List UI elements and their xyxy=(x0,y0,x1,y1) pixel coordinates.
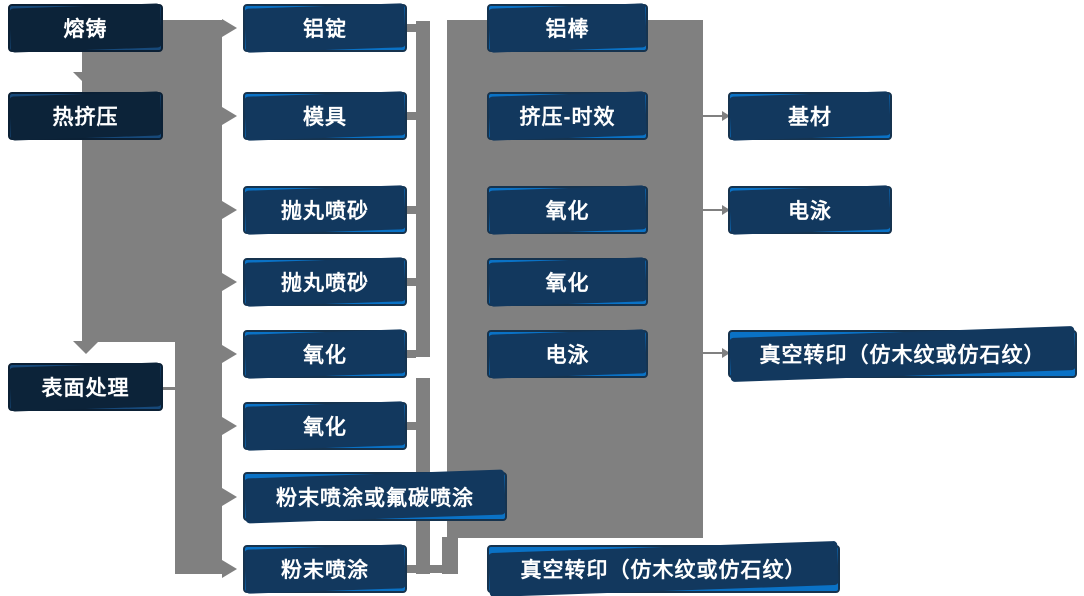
node-extrusion-aging: 挤压-时效 xyxy=(487,92,648,140)
node-hot-extrusion: 热挤压 xyxy=(8,92,163,140)
arrow-right-icon xyxy=(722,111,730,121)
arrow-down-icon xyxy=(73,72,99,85)
node-electrophoresis-1: 电泳 xyxy=(487,330,648,378)
connector-line xyxy=(703,115,722,117)
node-al-rod: 铝棒 xyxy=(487,4,648,52)
node-powder-or-fluorocarbon-coating: 粉末喷涂或氟碳喷涂 xyxy=(243,472,507,521)
connector-stub xyxy=(407,278,416,286)
connector-stub-surface xyxy=(163,387,175,390)
arrow-right-icon xyxy=(222,201,237,219)
arrow-right-icon xyxy=(222,273,237,291)
arrow-right-icon xyxy=(222,19,237,37)
node-surface-treatment: 表面处理 xyxy=(8,363,163,411)
connector-stub xyxy=(407,24,416,32)
node-shot-blast-1: 抛丸喷砂 xyxy=(243,186,407,234)
arrow-right-icon xyxy=(222,488,237,506)
connector-line xyxy=(703,352,722,354)
arrow-right-icon xyxy=(722,205,730,215)
node-oxidation-2: 氧化 xyxy=(243,402,407,450)
arrow-right-icon xyxy=(222,560,237,578)
node-shot-blast-2: 抛丸喷砂 xyxy=(243,258,407,306)
connector-stub xyxy=(407,206,416,214)
node-vacuum-transfer-2: 真空转印（仿木纹或仿石纹） xyxy=(728,330,1077,378)
node-electrophoresis-2: 电泳 xyxy=(728,186,892,234)
connector-stub xyxy=(407,422,416,430)
node-powder-coating: 粉末喷涂 xyxy=(243,545,407,593)
node-oxidation-4: 氧化 xyxy=(487,258,648,306)
node-oxidation-1: 氧化 xyxy=(243,330,407,378)
connector-stub xyxy=(407,350,416,358)
connector-line xyxy=(703,209,722,211)
node-melt-cast: 熔铸 xyxy=(8,4,163,52)
node-vacuum-transfer-1: 真空转印（仿木纹或仿石纹） xyxy=(487,545,840,593)
arrow-right-icon xyxy=(722,348,730,358)
arrow-down-icon xyxy=(73,341,99,354)
node-base-material: 基材 xyxy=(728,92,892,140)
arrow-right-icon xyxy=(222,417,237,435)
connector-stub xyxy=(407,112,416,120)
node-al-ingot: 铝锭 xyxy=(243,4,407,52)
connector-bracket-upper xyxy=(416,21,430,357)
arrow-right-icon xyxy=(222,107,237,125)
connector-stub xyxy=(407,565,416,573)
connector-left-trunk-lower xyxy=(175,342,222,574)
connector-bracket-join xyxy=(442,537,458,574)
connector-stub xyxy=(430,565,447,573)
arrow-right-icon xyxy=(222,345,237,363)
node-mold: 模具 xyxy=(243,92,407,140)
node-oxidation-3: 氧化 xyxy=(487,186,648,234)
connector-left-trunk xyxy=(82,20,222,342)
